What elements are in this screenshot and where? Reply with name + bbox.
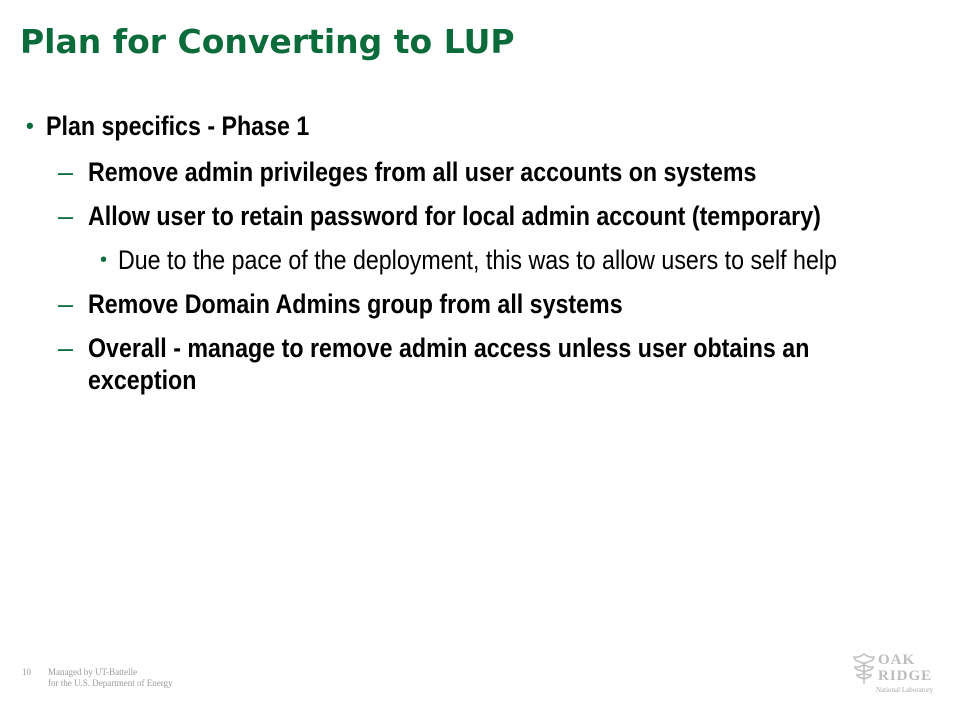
bullet-text: Allow user to retain password for local … (88, 201, 821, 231)
bullet-marker: • (100, 249, 108, 271)
bullet-marker: – (58, 333, 74, 363)
bullet-text: Plan specifics - Phase 1 (46, 111, 310, 141)
bullet-item: • Due to the pace of the deployment, thi… (24, 244, 854, 276)
slide-title: Plan for Converting to LUP (20, 22, 515, 61)
logo-word-national-laboratory: National Laboratory (876, 686, 933, 694)
bullet-text: Remove admin privileges from all user ac… (88, 157, 757, 187)
bullet-item: – Remove Domain Admins group from all sy… (24, 288, 854, 320)
bullet-marker: – (58, 157, 74, 187)
bullet-marker: – (58, 289, 74, 319)
managed-line-2: for the U.S. Department of Energy (48, 678, 173, 688)
bullet-list: • Plan specifics - Phase 1 – Remove admi… (24, 110, 854, 408)
bullet-marker: • (26, 113, 34, 138)
bullet-marker: – (58, 201, 74, 231)
bullet-text: Remove Domain Admins group from all syst… (88, 289, 623, 319)
logo-word-oak: OAK (878, 652, 916, 668)
leaf-icon (852, 653, 876, 684)
oak-ridge-logo: OAK RIDGE National Laboratory (852, 648, 942, 698)
managed-line-1: Managed by UT-Battelle (48, 667, 138, 677)
bullet-item: – Allow user to retain password for loca… (24, 200, 854, 232)
page-number: 10 (22, 667, 31, 677)
bullet-text: Due to the pace of the deployment, this … (118, 245, 837, 275)
managed-by-text: Managed by UT-Battelle for the U.S. Depa… (48, 667, 173, 689)
bullet-item: – Overall - manage to remove admin acces… (24, 332, 854, 396)
bullet-item: – Remove admin privileges from all user … (24, 156, 854, 188)
bullet-item: • Plan specifics - Phase 1 (24, 110, 854, 142)
logo-word-ridge: RIDGE (878, 668, 933, 684)
bullet-text: Overall - manage to remove admin access … (88, 333, 810, 395)
